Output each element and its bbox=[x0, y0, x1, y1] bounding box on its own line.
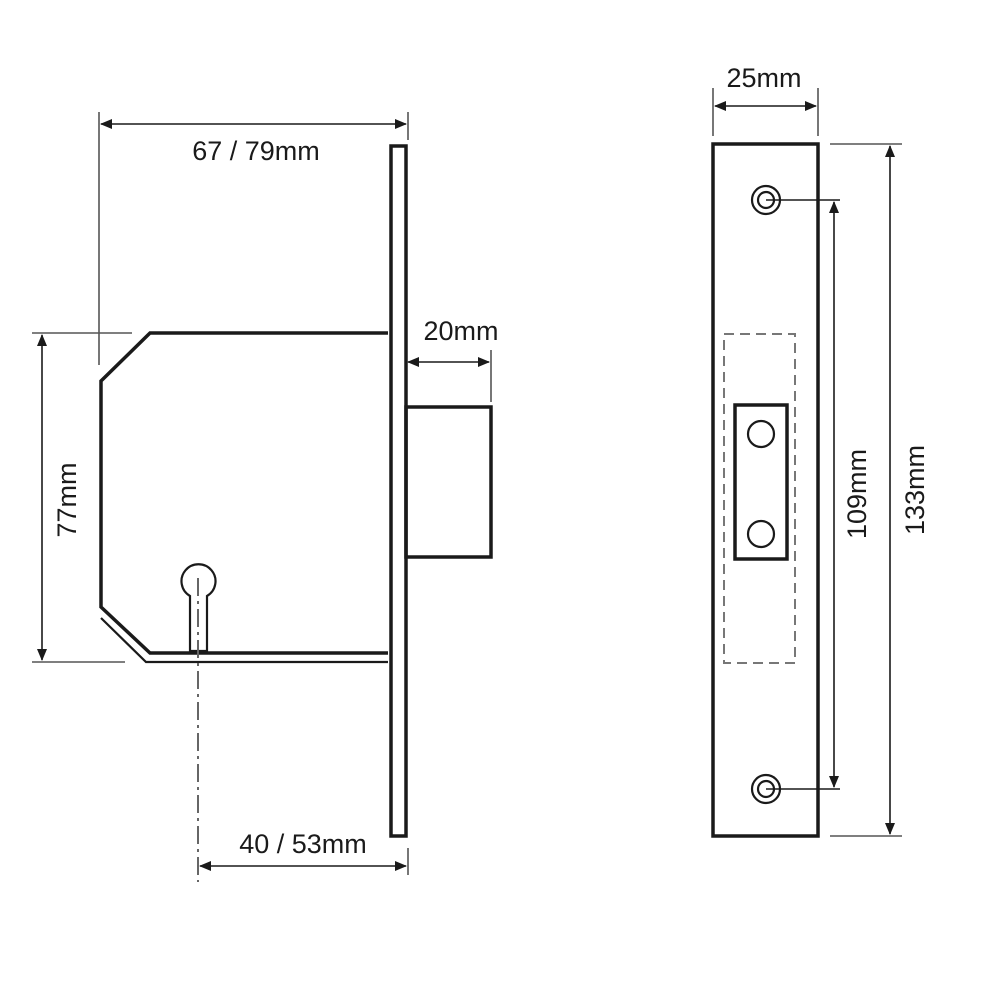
label-case-height: 77mm bbox=[52, 462, 82, 537]
label-plate-height: 133mm bbox=[900, 445, 930, 535]
mortice-outline-dashed bbox=[723, 333, 796, 664]
dimension-backset-width: 67 / 79mm bbox=[98, 112, 409, 365]
dimension-screw-centres: 109mm bbox=[766, 199, 872, 790]
strike-plate-outline bbox=[711, 142, 820, 838]
aperture-hole-bottom-icon bbox=[746, 519, 776, 549]
lock-case-outline bbox=[99, 331, 388, 655]
label-keyhole-backset: 40 / 53mm bbox=[239, 829, 367, 859]
lock-case-bottom-inner-edge bbox=[100, 617, 388, 664]
dimension-plate-width: 25mm bbox=[712, 63, 819, 136]
label-screw-centres: 109mm bbox=[842, 449, 872, 539]
label-plate-width: 25mm bbox=[726, 63, 801, 93]
lock-side-view: 67 / 79mm 77mm 20mm 40 / 53mm bbox=[32, 112, 499, 882]
dimension-case-height: 77mm bbox=[32, 332, 132, 663]
dimension-keyhole-backset: 40 / 53mm bbox=[199, 829, 409, 875]
bolt-aperture bbox=[733, 403, 789, 561]
label-backset-width: 67 / 79mm bbox=[192, 136, 320, 166]
aperture-hole-top-icon bbox=[746, 419, 776, 449]
forend-faceplate bbox=[389, 144, 408, 838]
keyhole-icon bbox=[180, 563, 217, 653]
strike-plate-view: 25mm 109mm 133mm bbox=[711, 63, 930, 838]
dimension-plate-height: 133mm bbox=[830, 143, 930, 837]
label-bolt-throw: 20mm bbox=[423, 316, 498, 346]
dimension-bolt-throw: 20mm bbox=[407, 316, 499, 402]
deadbolt bbox=[404, 405, 493, 559]
